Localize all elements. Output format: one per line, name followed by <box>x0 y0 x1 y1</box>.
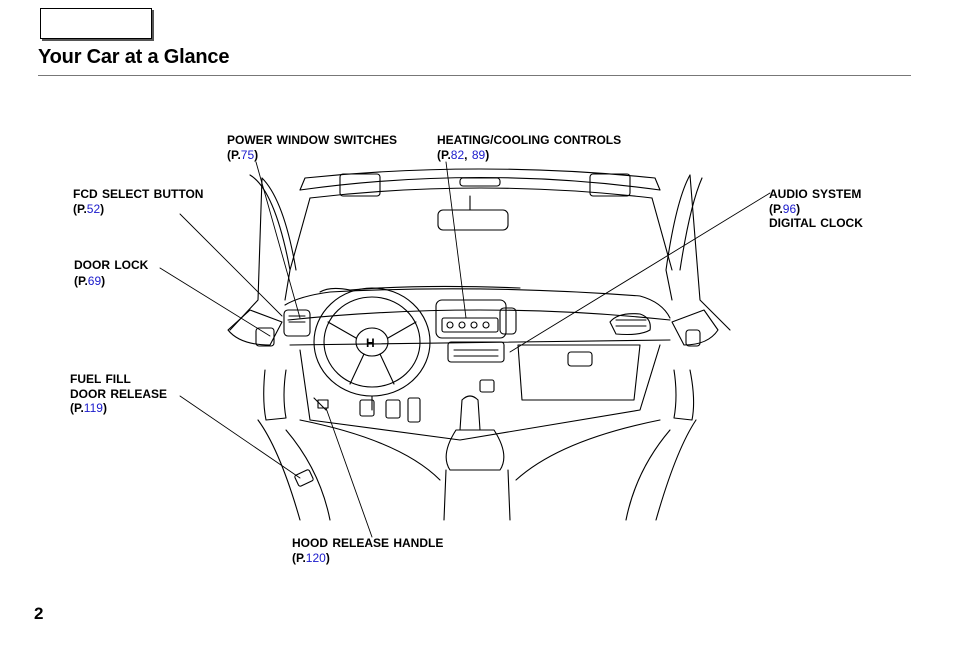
callout-power-window-switches: POWER WINDOW SWITCHES (P.75) <box>227 133 397 162</box>
callout-fcd-select-button: FCD SELECT BUTTON (P.52) <box>73 187 203 216</box>
page-link-69[interactable]: 69 <box>87 273 102 288</box>
page-reference: (P.119) <box>70 401 107 415</box>
page-reference: (P.82, 89) <box>437 147 490 162</box>
callout-heating-cooling-controls: HEATING/COOLING CONTROLS (P.82, 89) <box>437 133 621 162</box>
callout-door-lock: DOOR LOCK (P.69) <box>74 258 148 288</box>
callout-name-line1: FUEL FILL <box>70 372 131 386</box>
callout-name: POWER WINDOW SWITCHES <box>227 133 397 147</box>
page-link-96[interactable]: 96 <box>782 201 797 216</box>
title-divider <box>38 75 911 76</box>
svg-text:H: H <box>366 336 375 350</box>
center-stack <box>436 300 516 392</box>
shifter-and-floor <box>286 396 670 520</box>
page-link-120[interactable]: 120 <box>305 550 326 565</box>
page-reference: (P.75) <box>227 147 259 162</box>
page-reference: (P.96) <box>769 201 801 216</box>
callout-name: DOOR LOCK <box>74 258 149 272</box>
page-link-52[interactable]: 52 <box>86 201 101 216</box>
callout-name: HOOD RELEASE HANDLE <box>292 536 444 550</box>
callout-audio-system: AUDIO SYSTEM (P.96) DIGITAL CLOCK <box>769 187 863 231</box>
callout-hood-release-handle: HOOD RELEASE HANDLE (P.120) <box>292 536 443 565</box>
page-title: Your Car at a Glance <box>38 46 230 68</box>
page-number: 2 <box>34 604 44 623</box>
steering-wheel: H <box>314 288 430 410</box>
page-link-89[interactable]: 89 <box>471 147 486 162</box>
windshield-frame <box>290 169 672 270</box>
page-reference: (P.69) <box>74 273 106 288</box>
callout-name-line2: DOOR RELEASE <box>70 386 168 401</box>
page-reference: (P.52) <box>73 201 105 216</box>
pedals <box>314 398 420 422</box>
page-link-75[interactable]: 75 <box>240 147 255 162</box>
fuel-fill-release-lever <box>294 469 314 487</box>
page-link-82[interactable]: 82 <box>450 147 465 162</box>
page-reference: (P.120) <box>292 550 330 565</box>
callout-name: FCD SELECT BUTTON <box>73 187 204 201</box>
section-tab-box <box>40 8 152 39</box>
callout-digital-clock: DIGITAL CLOCK <box>769 216 863 230</box>
glove-box <box>518 314 650 400</box>
callout-name: HEATING/COOLING CONTROLS <box>437 133 622 147</box>
page-link-119[interactable]: 119 <box>83 401 103 415</box>
rear-view-mirror <box>438 196 508 230</box>
door-frames <box>228 175 730 520</box>
callout-name: AUDIO SYSTEM <box>769 187 862 201</box>
leader-lines <box>160 162 770 537</box>
callout-fuel-fill-door-release: FUEL FILL DOOR RELEASE (P.119) <box>70 372 167 416</box>
door-switch-panel <box>256 310 700 346</box>
dashboard <box>285 286 670 440</box>
